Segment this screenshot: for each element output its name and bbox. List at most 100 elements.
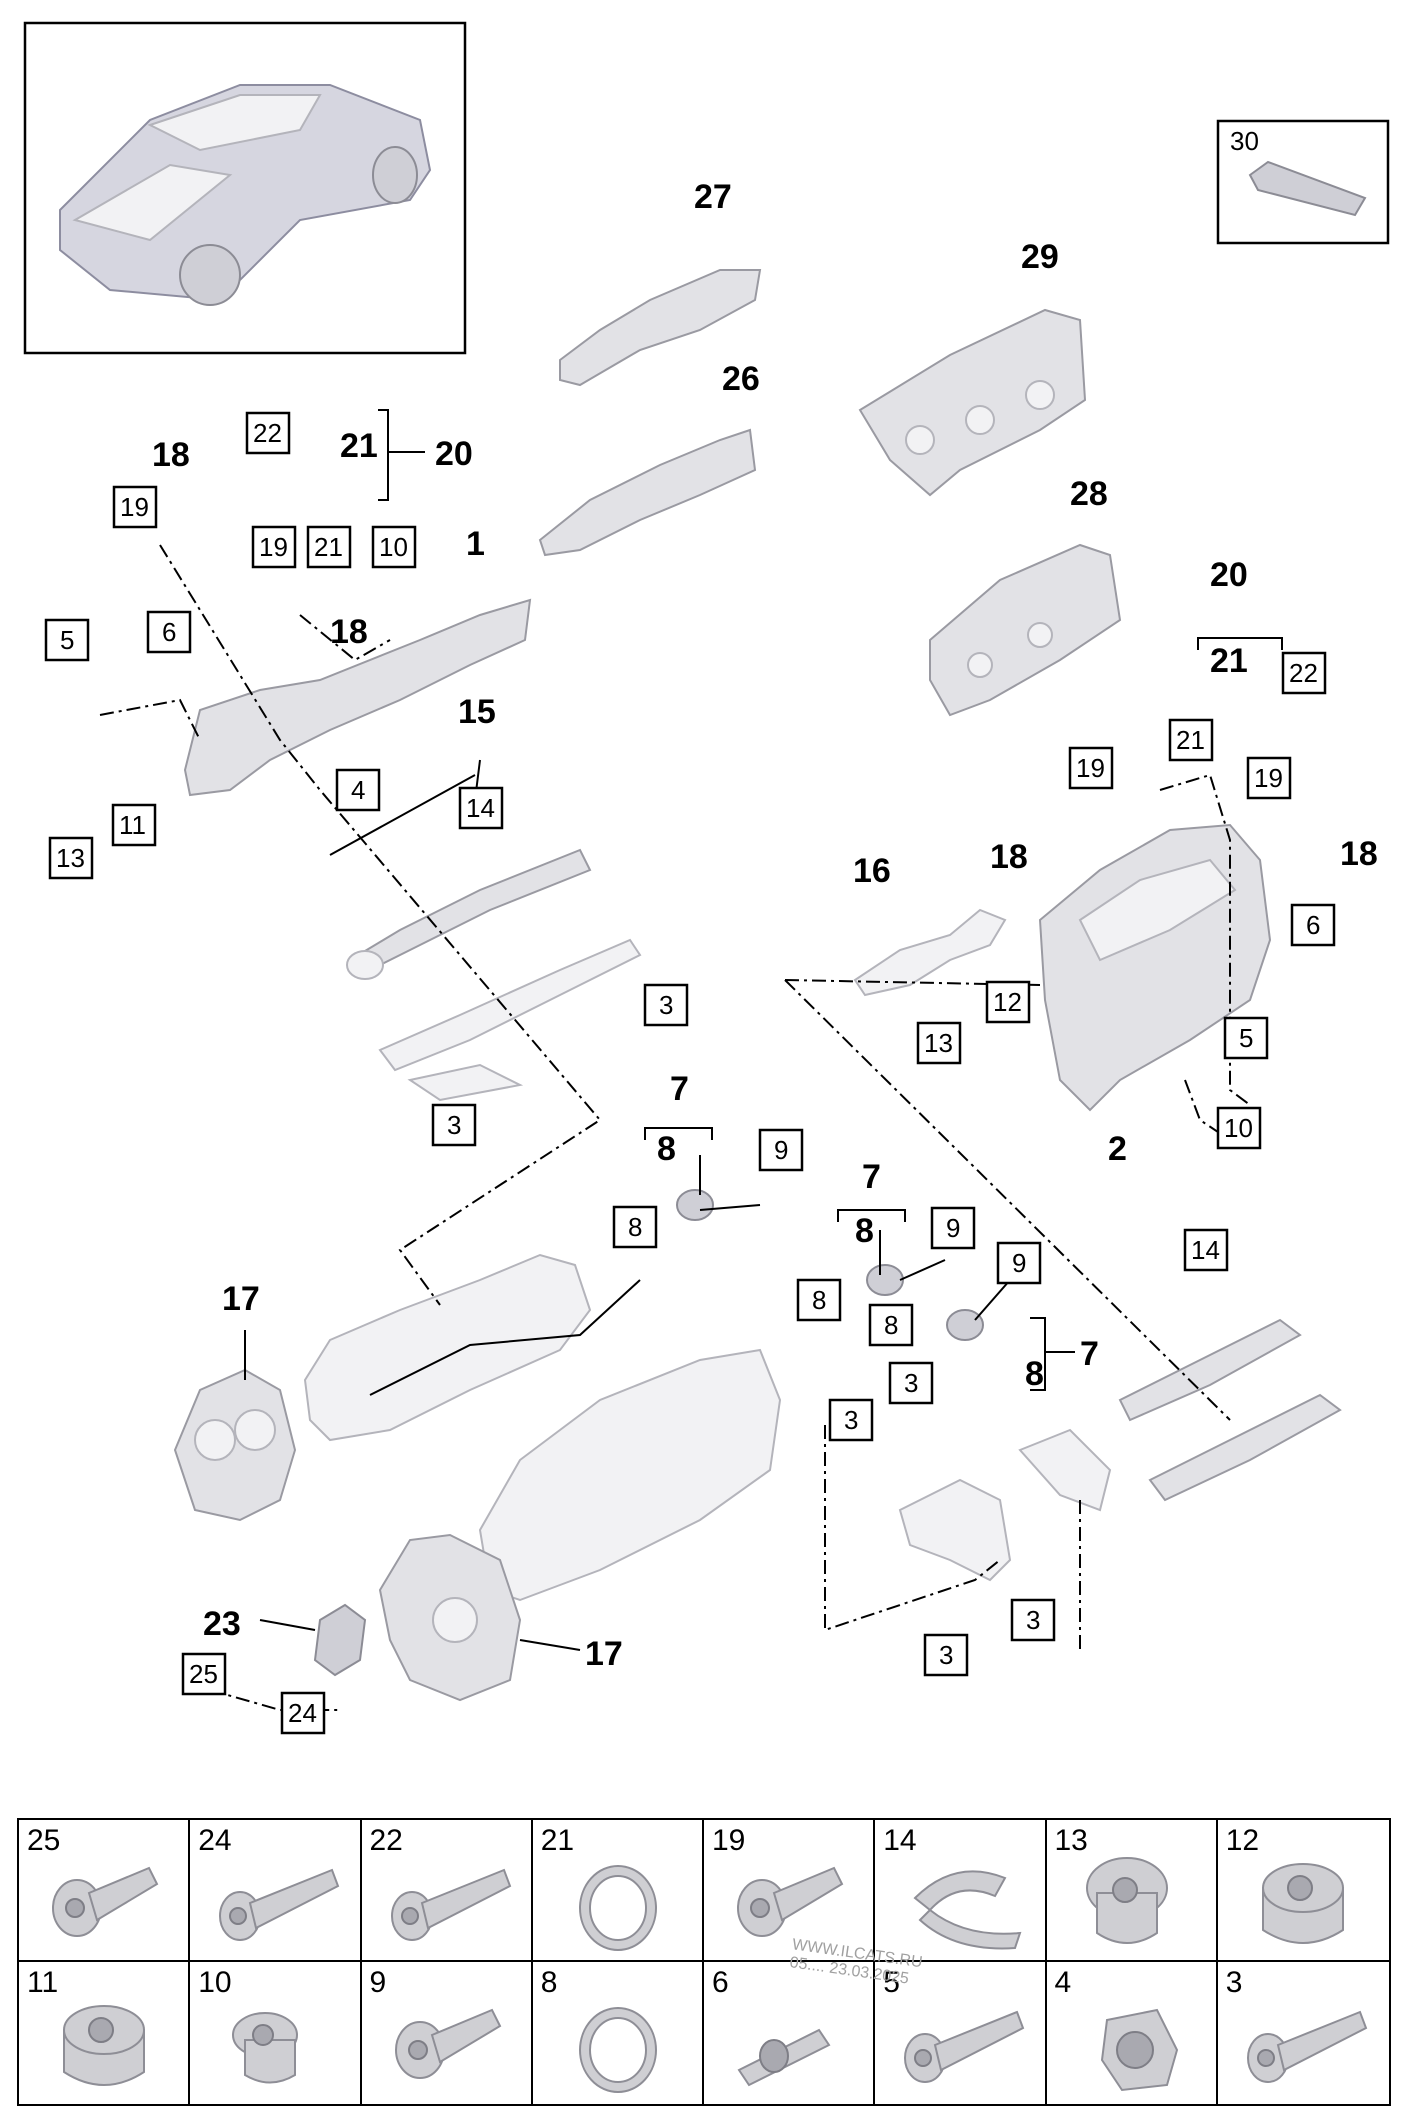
callout-box-3: 3: [643, 983, 689, 1027]
callout-box-10: 10: [371, 525, 417, 569]
bold-callouts: 27 29 26 28 18 21 20 1 18 15 20 21 16 18…: [152, 178, 1378, 1673]
callout-30: 30: [1230, 126, 1259, 156]
fastener-number: 11: [27, 1966, 59, 1999]
fastener-cell-25: 25: [19, 1820, 191, 1962]
callout-box-3: 3: [888, 1361, 934, 1405]
callout-17: 17: [585, 1635, 623, 1673]
callout-box-13: 13: [916, 1021, 962, 1065]
callout-18: 18: [1340, 835, 1378, 873]
fastener-cell-5: 5: [875, 1962, 1047, 2104]
callout-box-19: 19: [251, 525, 297, 569]
bolt-short-icon: [52, 1866, 159, 1937]
bolt-long-icon: [219, 1868, 340, 1941]
svg-text:3: 3: [1026, 1605, 1040, 1635]
fastener-number: 12: [1225, 1824, 1260, 1857]
callout-28: 28: [1070, 475, 1108, 513]
callout-box-12: 12: [985, 980, 1031, 1024]
callout-box-9: 9: [996, 1241, 1042, 1285]
svg-text:10: 10: [1224, 1113, 1253, 1143]
svg-text:10: 10: [379, 532, 408, 562]
fastener-number: 21: [540, 1824, 575, 1857]
fastener-cell-13: 13: [1046, 1820, 1218, 1962]
callout-box-5: 5: [44, 618, 90, 662]
part-17-cover-left: [173, 1368, 297, 1522]
svg-text:4: 4: [351, 775, 365, 805]
callout-box-6: 6: [146, 610, 192, 654]
callout-27: 27: [694, 178, 732, 216]
callout-box-25: 25: [181, 1652, 227, 1696]
plug-icon: [1261, 1863, 1344, 1944]
part-cylinder-head-left: [303, 1253, 592, 1442]
part-30-frame: 30: [1216, 119, 1390, 245]
bolt-short-icon: [394, 2008, 501, 2079]
exploded-parts-diagram: 30: [23, 21, 1390, 1735]
fastener-number: 5: [883, 1966, 900, 1999]
callout-1: 1: [466, 525, 485, 563]
part-cylinder-head-center: [478, 1348, 782, 1602]
part-29-bearing-frame: [858, 308, 1087, 497]
fastener-number: 14: [883, 1824, 917, 1857]
svg-text:19: 19: [1076, 753, 1105, 783]
bolt-short-icon: [737, 1866, 844, 1937]
svg-text:11: 11: [119, 810, 146, 840]
callout-box-21: 21: [1168, 718, 1214, 762]
svg-text:25: 25: [189, 1659, 218, 1689]
fastener-cell-19: 19: [704, 1820, 876, 1962]
part-28-bearing-frame: [929, 543, 1122, 717]
fastener-number: 9: [369, 1966, 387, 1999]
callout-7: 7: [1080, 1335, 1099, 1373]
fastener-cell-9: 9: [362, 1962, 533, 2104]
callout-box-19: 19: [1068, 746, 1114, 790]
fastener-cell-6: 6: [704, 1962, 876, 2104]
callout-21: 21: [340, 427, 378, 465]
callout-box-8: 8: [612, 1205, 658, 1249]
plug-icon: [63, 2005, 145, 2086]
part-14-camshafts-right: [1118, 1318, 1342, 1502]
callout-box-9: 9: [930, 1206, 976, 1250]
svg-text:5: 5: [1239, 1023, 1253, 1053]
svg-text:22: 22: [253, 418, 282, 448]
svg-text:22: 22: [1289, 658, 1318, 688]
callout-box-8: 8: [796, 1278, 842, 1322]
bolt-long-icon: [904, 2010, 1025, 2083]
part-2-cylinder-head-right: [1038, 823, 1272, 1112]
callout-box-8: 8: [868, 1303, 914, 1347]
fastener-number: 10: [198, 1966, 232, 1999]
callout-16: 16: [853, 852, 891, 890]
screw-plug-icon: [232, 2012, 299, 2084]
part-23-actuator: [313, 1603, 367, 1677]
callout-box-6: 6: [1290, 903, 1336, 947]
bolt-long-icon: [390, 1868, 511, 1941]
fastener-cell-8: 8: [533, 1962, 704, 2104]
callout-15: 15: [458, 693, 496, 731]
callout-21: 21: [1210, 642, 1248, 680]
part-1-camshaft-housing: [183, 598, 532, 797]
fastener-cell-11: 11: [19, 1962, 191, 2104]
stud-bolt-icon: [737, 2028, 831, 2087]
callout-box-22: 22: [245, 411, 291, 455]
callout-18: 18: [330, 613, 368, 651]
callout-box-14: 14: [458, 786, 504, 830]
fastener-number: 13: [1054, 1824, 1088, 1857]
fastener-number: 3: [1225, 1966, 1243, 1999]
seal-ring-icon: [578, 2007, 657, 2093]
callout-box-3: 3: [431, 1103, 477, 1147]
callout-8: 8: [657, 1130, 676, 1168]
svg-text:14: 14: [466, 793, 495, 823]
svg-text:13: 13: [924, 1028, 953, 1058]
callout-box-21: 21: [306, 525, 352, 569]
svg-text:8: 8: [628, 1212, 642, 1242]
bolt-long-icon: [1246, 2010, 1367, 2083]
svg-text:3: 3: [904, 1368, 918, 1398]
callout-7: 7: [862, 1158, 881, 1196]
svg-text:13: 13: [56, 843, 85, 873]
fastener-cell-4: 4: [1047, 1962, 1218, 2104]
callout-20: 20: [1210, 556, 1248, 594]
svg-text:19: 19: [120, 492, 149, 522]
part-14-camshaft-left: [346, 848, 592, 980]
svg-text:3: 3: [447, 1110, 461, 1140]
fastener-number: 6: [712, 1966, 729, 1999]
callout-29: 29: [1021, 238, 1059, 276]
part-15-seal-strip: [329, 774, 476, 856]
callout-17: 17: [222, 1280, 260, 1318]
